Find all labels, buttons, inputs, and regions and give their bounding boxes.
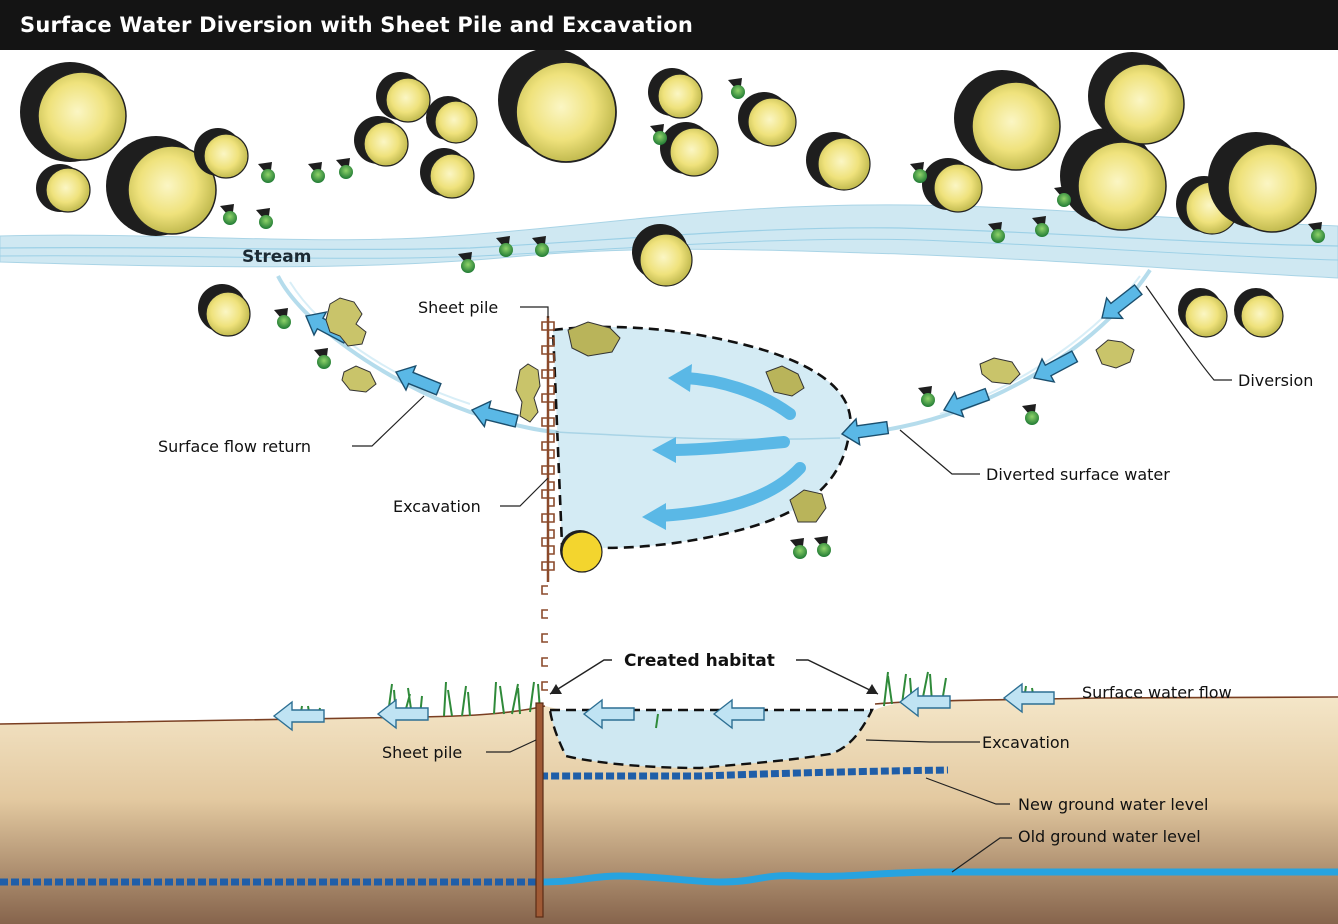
sheet-pile-leader xyxy=(520,307,548,318)
plan-view: Stream Sheet pile Diversion Surface flow… xyxy=(0,48,1338,690)
diverted-surface-water-label: Diverted surface water xyxy=(986,465,1170,484)
title-bar: Surface Water Diversion with Sheet Pile … xyxy=(0,0,1338,50)
new-ground-water-label: New ground water level xyxy=(1018,795,1208,814)
section-view: Created habitat Surface water flow Sheet… xyxy=(0,651,1338,924)
excavation-plan-leader xyxy=(500,478,548,506)
created-habitat-leader-right xyxy=(796,660,878,694)
sheet-pile-section-label: Sheet pile xyxy=(382,743,462,762)
sheet-pile-plan xyxy=(542,316,554,690)
created-habitat-label: Created habitat xyxy=(624,651,775,671)
sheet-pile-plan-label: Sheet pile xyxy=(418,298,498,317)
created-habitat-leader-left xyxy=(550,660,612,694)
excavation-section-label: Excavation xyxy=(982,733,1070,752)
excavation-plan-label: Excavation xyxy=(393,497,481,516)
page-title: Surface Water Diversion with Sheet Pile … xyxy=(20,13,693,37)
surface-water-flow-label: Surface water flow xyxy=(1082,683,1232,702)
stream-label: Stream xyxy=(242,247,311,267)
sheet-pile-section xyxy=(536,703,543,917)
old-ground-water-label: Old ground water level xyxy=(1018,827,1201,846)
diversion-label: Diversion xyxy=(1238,371,1313,390)
surface-flow-return-label: Surface flow return xyxy=(158,437,311,456)
diverted-surface-water-leader xyxy=(900,430,980,474)
surface-flow-return-leader xyxy=(352,396,424,446)
